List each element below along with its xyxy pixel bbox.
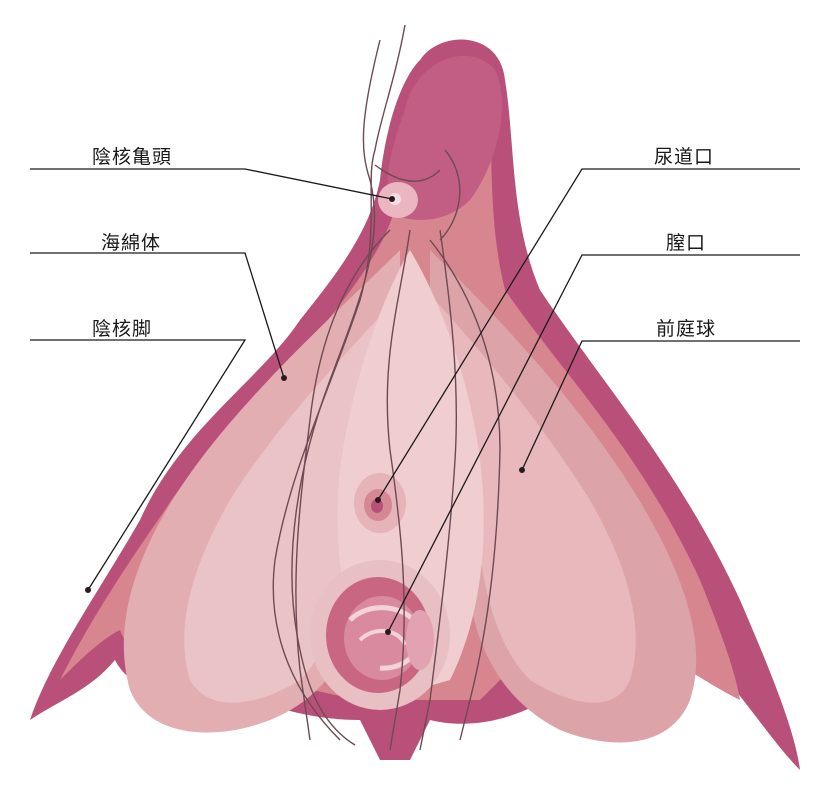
veins (272, 24, 501, 751)
leader-vaginal (387, 254, 800, 633)
leader-urethral (377, 168, 800, 501)
label-urethral-opening: 尿道口 (654, 146, 715, 168)
label-vestibular-bulb: 前庭球 (656, 318, 717, 340)
leader-corpus (30, 252, 285, 379)
pointer-vaginal (385, 629, 391, 635)
label-glans: 陰核亀頭 (92, 146, 173, 168)
pointer-bulb (519, 467, 525, 473)
pointer-corpus (281, 375, 287, 381)
label-crus: 陰核脚 (92, 318, 153, 340)
leader-crus (30, 339, 247, 591)
urethral-opening-shape (354, 473, 406, 533)
vaginal-opening-shape (310, 560, 450, 710)
pointer-urethral (375, 497, 381, 503)
leader-lines (30, 168, 800, 635)
left-bulb-inner (184, 300, 395, 703)
label-vaginal-opening: 膣口 (666, 232, 707, 254)
leader-bulb (521, 340, 800, 471)
right-bulb-inner (435, 300, 636, 703)
pointer-crus (85, 587, 91, 593)
glans-shape (387, 55, 502, 220)
leader-glans (30, 168, 393, 200)
label-corpus-cavernosum: 海綿体 (101, 232, 162, 254)
pointer-glans (389, 196, 395, 202)
